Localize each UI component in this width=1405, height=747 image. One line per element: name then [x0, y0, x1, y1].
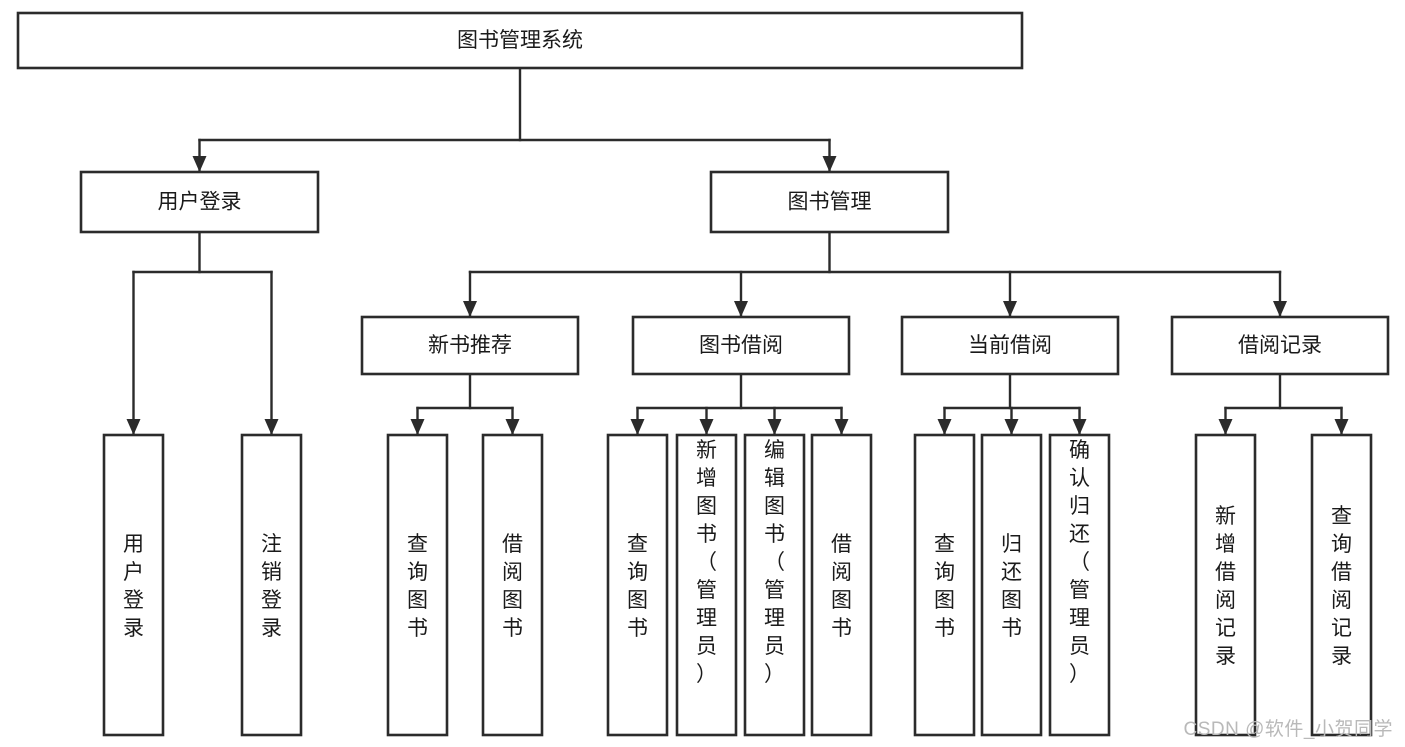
node-label-login: 用户登录 — [158, 191, 242, 214]
node-box-root — [16, 11, 1024, 70]
node-box-leaf-current-return — [980, 433, 1043, 737]
arrow-head-icon — [1003, 301, 1017, 317]
edge-group-borrow — [630, 372, 849, 437]
node-label-leaf-records-add: 新增借阅记录 — [1215, 505, 1236, 668]
node-box-leaf-borrow-add — [675, 433, 738, 737]
node-layer: 图书管理系统用户登录图书管理新书推荐图书借阅当前借阅借阅记录用户登录注销登录查询… — [16, 11, 1390, 737]
node-box-records — [1170, 315, 1390, 376]
edge-layer — [126, 66, 1349, 437]
node-box-leaf-current-confirm — [1048, 433, 1111, 737]
arrow-head-icon — [630, 419, 645, 435]
node-leaf-records-query[interactable]: 查询借阅记录 — [1310, 433, 1373, 737]
node-label-newbook: 新书推荐 — [428, 334, 512, 357]
node-leaf-newbook-query[interactable]: 查询图书 — [386, 433, 449, 737]
arrow-head-icon — [505, 419, 520, 435]
node-label-leaf-user-login: 用户登录 — [123, 533, 144, 640]
edge-group-current — [937, 372, 1087, 437]
node-label-leaf-borrow-edit: 编辑图书（管理员） — [764, 439, 785, 686]
node-label-borrow: 图书借阅 — [699, 334, 783, 357]
node-box-leaf-records-add — [1194, 433, 1257, 737]
node-box-current — [900, 315, 1120, 376]
node-leaf-current-return[interactable]: 归还图书 — [980, 433, 1043, 737]
node-current[interactable]: 当前借阅 — [900, 315, 1120, 376]
arrow-head-icon — [834, 419, 849, 435]
node-box-login — [79, 170, 320, 234]
edge-group-login — [126, 230, 279, 437]
node-box-leaf-borrow-lend — [810, 433, 873, 737]
arrow-head-icon — [699, 419, 714, 435]
node-label-records: 借阅记录 — [1238, 334, 1322, 357]
arrow-head-icon — [937, 419, 952, 435]
arrow-head-icon — [1334, 419, 1349, 435]
node-box-leaf-borrow-query — [606, 433, 669, 737]
node-leaf-borrow-edit[interactable]: 编辑图书（管理员） — [743, 433, 806, 737]
node-label-current: 当前借阅 — [968, 334, 1052, 357]
node-leaf-newbook-borrow[interactable]: 借阅图书 — [481, 433, 544, 737]
node-box-leaf-newbook-borrow — [481, 433, 544, 737]
node-box-leaf-records-query — [1310, 433, 1373, 737]
node-bookmgmt[interactable]: 图书管理 — [709, 170, 950, 234]
arrow-head-icon — [767, 419, 782, 435]
node-leaf-user-login[interactable]: 用户登录 — [102, 433, 165, 737]
edge-group-root — [192, 66, 837, 174]
node-label-leaf-current-query: 查询图书 — [934, 533, 955, 640]
node-leaf-current-confirm[interactable]: 确认归还（管理员） — [1048, 433, 1111, 737]
arrow-head-icon — [463, 301, 477, 317]
edge-group-bookmgmt — [463, 230, 1287, 319]
arrow-head-icon — [734, 301, 748, 317]
node-box-bookmgmt — [709, 170, 950, 234]
arrow-head-icon — [1218, 419, 1233, 435]
arrow-head-icon — [1072, 419, 1087, 435]
edge-group-records — [1218, 372, 1349, 437]
node-leaf-current-query[interactable]: 查询图书 — [913, 433, 976, 737]
node-box-borrow — [631, 315, 851, 376]
arrow-head-icon — [126, 419, 141, 435]
node-newbook[interactable]: 新书推荐 — [360, 315, 580, 376]
node-records[interactable]: 借阅记录 — [1170, 315, 1390, 376]
node-leaf-user-logout[interactable]: 注销登录 — [240, 433, 303, 737]
node-root[interactable]: 图书管理系统 — [16, 11, 1024, 70]
node-label-leaf-user-logout: 注销登录 — [261, 533, 282, 640]
node-label-leaf-borrow-lend: 借阅图书 — [831, 533, 852, 640]
node-label-root: 图书管理系统 — [457, 29, 583, 52]
node-leaf-borrow-add[interactable]: 新增图书（管理员） — [675, 433, 738, 737]
node-box-newbook — [360, 315, 580, 376]
node-label-leaf-current-return: 归还图书 — [1001, 533, 1022, 640]
node-box-leaf-borrow-edit — [743, 433, 806, 737]
node-label-leaf-borrow-add: 新增图书（管理员） — [696, 439, 717, 686]
node-borrow[interactable]: 图书借阅 — [631, 315, 851, 376]
edge-group-newbook — [410, 372, 520, 437]
arrow-head-icon — [192, 156, 207, 172]
node-label-leaf-borrow-query: 查询图书 — [627, 533, 648, 640]
arrow-head-icon — [1004, 419, 1019, 435]
node-label-leaf-newbook-borrow: 借阅图书 — [502, 533, 523, 640]
node-box-leaf-current-query — [913, 433, 976, 737]
node-box-leaf-user-login — [102, 433, 165, 737]
node-label-leaf-newbook-query: 查询图书 — [407, 533, 428, 640]
node-leaf-records-add[interactable]: 新增借阅记录 — [1194, 433, 1257, 737]
node-login[interactable]: 用户登录 — [79, 170, 320, 234]
node-label-bookmgmt: 图书管理 — [788, 191, 872, 214]
node-box-leaf-newbook-query — [386, 433, 449, 737]
arrow-head-icon — [1273, 301, 1287, 317]
node-leaf-borrow-lend[interactable]: 借阅图书 — [810, 433, 873, 737]
node-box-leaf-user-logout — [240, 433, 303, 737]
arrow-head-icon — [264, 419, 279, 435]
node-label-leaf-current-confirm: 确认归还（管理员） — [1069, 439, 1090, 686]
node-label-leaf-records-query: 查询借阅记录 — [1331, 505, 1352, 668]
arrow-head-icon — [822, 156, 837, 172]
arrow-head-icon — [410, 419, 425, 435]
node-leaf-borrow-query[interactable]: 查询图书 — [606, 433, 669, 737]
